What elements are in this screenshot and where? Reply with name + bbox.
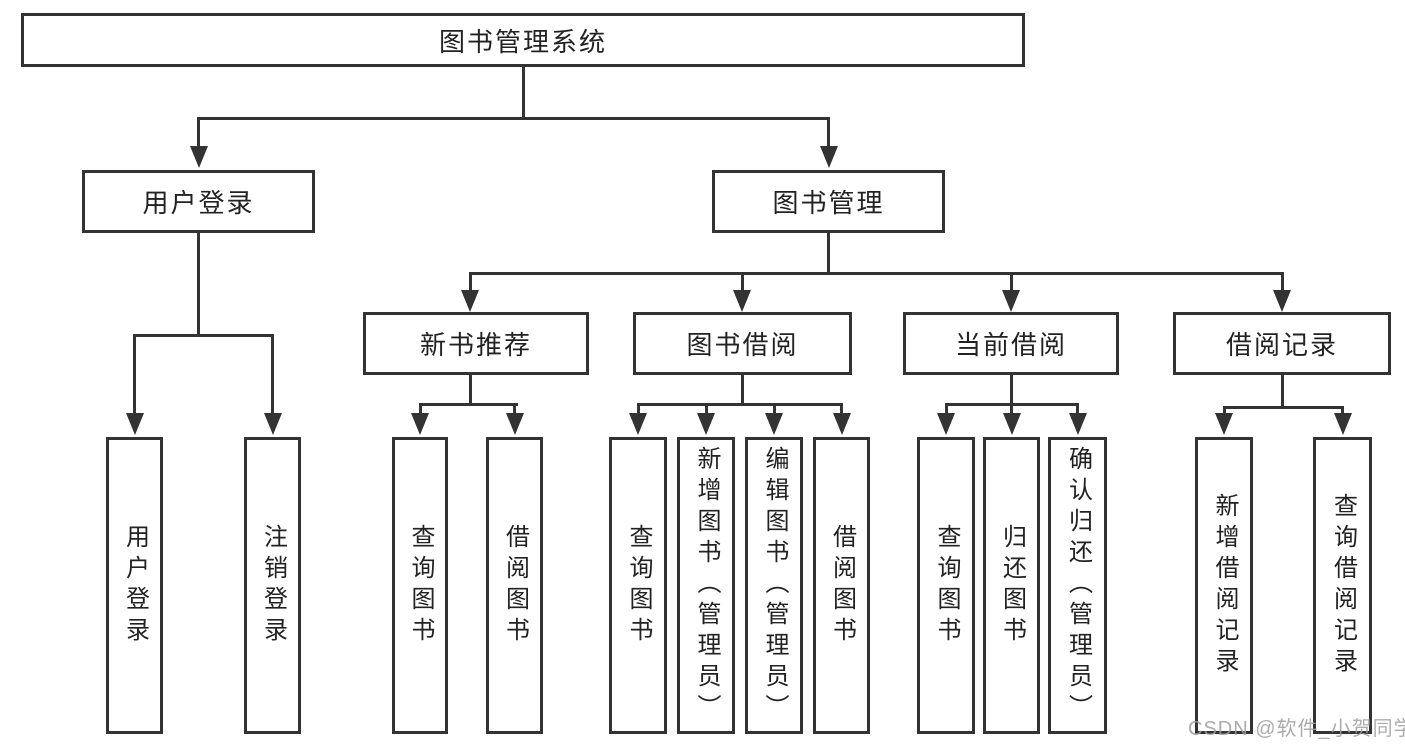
arrowhead-down [1333, 413, 1352, 435]
connector-line [197, 233, 200, 334]
node-current-borrowing: 当前借阅 [903, 312, 1119, 375]
node-user-login: 用户登录 [82, 170, 315, 233]
leaf-return-books: 归还图书 [983, 437, 1040, 734]
arrowhead-down [411, 413, 429, 435]
leaf-query-books-current: 查询图书 [917, 437, 975, 734]
connector-line [1222, 406, 1226, 416]
connector-line [197, 117, 200, 148]
connector-line [1076, 403, 1079, 415]
arrowhead-down [461, 290, 479, 312]
connector-line [704, 403, 708, 415]
arrowhead-down [505, 413, 524, 435]
leaf-logout: 注销登录 [244, 437, 301, 734]
connector-line [513, 403, 516, 415]
arrowhead-down [1002, 413, 1021, 435]
connector-line [468, 375, 472, 403]
connector-line [197, 117, 830, 120]
connector-line [636, 403, 843, 406]
leaf-add-borrow-record: 新增借阅记录 [1195, 437, 1253, 734]
connector-line [740, 375, 744, 403]
connector-line [468, 272, 472, 292]
arrowhead-down [1068, 413, 1087, 435]
connector-line [521, 67, 525, 117]
node-book-management: 图书管理 [712, 170, 945, 233]
connector-line [1341, 406, 1344, 416]
arrowhead-down [1002, 290, 1020, 312]
connector-line [418, 403, 422, 415]
leaf-borrow-books-newrec: 借阅图书 [486, 437, 543, 734]
connector-line [133, 334, 136, 415]
leaf-add-books-admin: 新增图书（管理员） [677, 437, 735, 734]
connector-line [1280, 375, 1284, 406]
connector-line [1222, 406, 1344, 409]
node-library-system: 图书管理系统 [21, 13, 1025, 67]
leaf-borrow-books-borrow: 借阅图书 [813, 437, 870, 734]
connector-line [133, 334, 274, 337]
arrowhead-down [629, 413, 647, 435]
arrowhead-down [697, 413, 715, 435]
connector-line [740, 272, 744, 292]
connector-line [271, 334, 274, 415]
connector-line [636, 403, 640, 415]
arrowhead-down [832, 413, 851, 435]
connector-line [1280, 272, 1284, 292]
arrowhead-down [1215, 413, 1233, 435]
leaf-query-borrow-record: 查询借阅记录 [1313, 437, 1372, 734]
watermark: CSDN @软件_小贺同学 [1188, 718, 1405, 740]
arrowhead-down [733, 290, 751, 312]
leaf-confirm-return-admin: 确认归还（管理员） [1048, 437, 1107, 734]
arrowhead-down [189, 146, 208, 168]
arrowhead-down [263, 413, 282, 435]
connector-line [827, 233, 830, 272]
arrowhead-down [1273, 290, 1291, 312]
connector-line [840, 403, 843, 415]
connector-line [1009, 375, 1013, 403]
node-borrowing-records: 借阅记录 [1173, 312, 1391, 375]
connector-line [418, 403, 518, 406]
node-new-book-recommendation: 新书推荐 [363, 312, 589, 375]
arrowhead-down [937, 413, 955, 435]
connector-line [468, 272, 1284, 275]
connector-line [944, 403, 948, 415]
arrowhead-down [819, 146, 838, 168]
connector-line [772, 403, 776, 415]
connector-line [1010, 403, 1013, 415]
leaf-user-login: 用户登录 [106, 437, 163, 734]
leaf-edit-books-admin: 编辑图书（管理员） [745, 437, 803, 734]
connector-line [827, 117, 830, 148]
connector-line [1009, 272, 1013, 292]
leaf-query-books-borrow: 查询图书 [609, 437, 667, 734]
arrowhead-down [765, 413, 783, 435]
arrowhead-down [125, 413, 144, 435]
node-book-borrowing: 图书借阅 [633, 312, 852, 375]
leaf-query-books-newrec: 查询图书 [392, 437, 448, 734]
